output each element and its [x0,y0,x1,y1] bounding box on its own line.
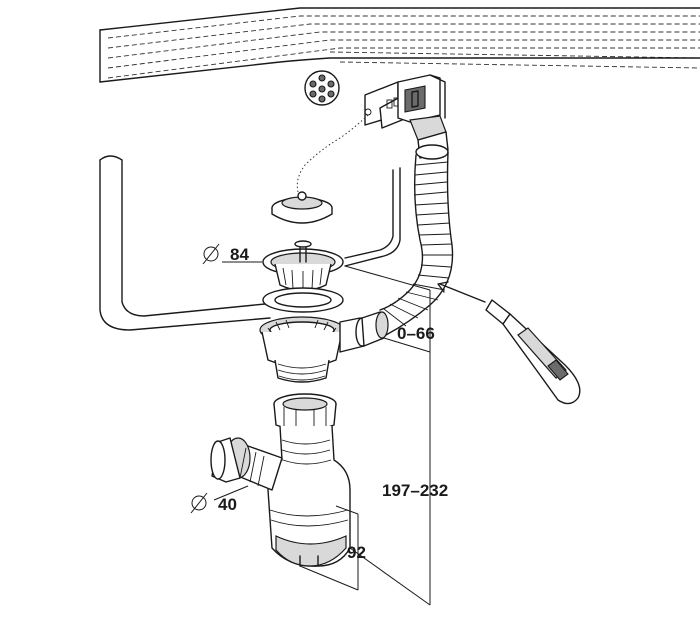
overflow-grille [304,70,340,106]
dimension-lines [213,261,431,606]
overflow-connector [364,74,447,141]
diameter-84-label: 84 [202,243,249,265]
total-height-label: 197–232 [382,481,448,500]
overflow-hose [379,131,454,336]
outlet-diameter-text: 40 [218,495,237,514]
sink-countertop [99,7,700,83]
sink-plug [271,191,333,224]
sealing-ring [262,287,344,313]
trap-depth-label: 92 [347,543,366,562]
overflow-offset-label: 0–66 [397,324,435,343]
cutting-knife [437,281,581,405]
trap-nut [273,393,337,432]
diameter-symbol-icon [202,243,220,265]
total-height-text: 197–232 [382,481,448,500]
diameter-symbol-icon [190,492,208,514]
overflow-offset-text: 0–66 [397,324,435,343]
strainer-basket [262,240,344,292]
trap-depth-text: 92 [347,543,366,562]
strainer-diameter-text: 84 [230,245,249,264]
drain-body [259,311,389,383]
plug-chain [296,108,372,193]
diameter-40-label: 40 [190,492,237,514]
sink-basin [99,155,401,331]
bottle-trap [267,425,351,567]
trap-outlet [210,437,283,491]
